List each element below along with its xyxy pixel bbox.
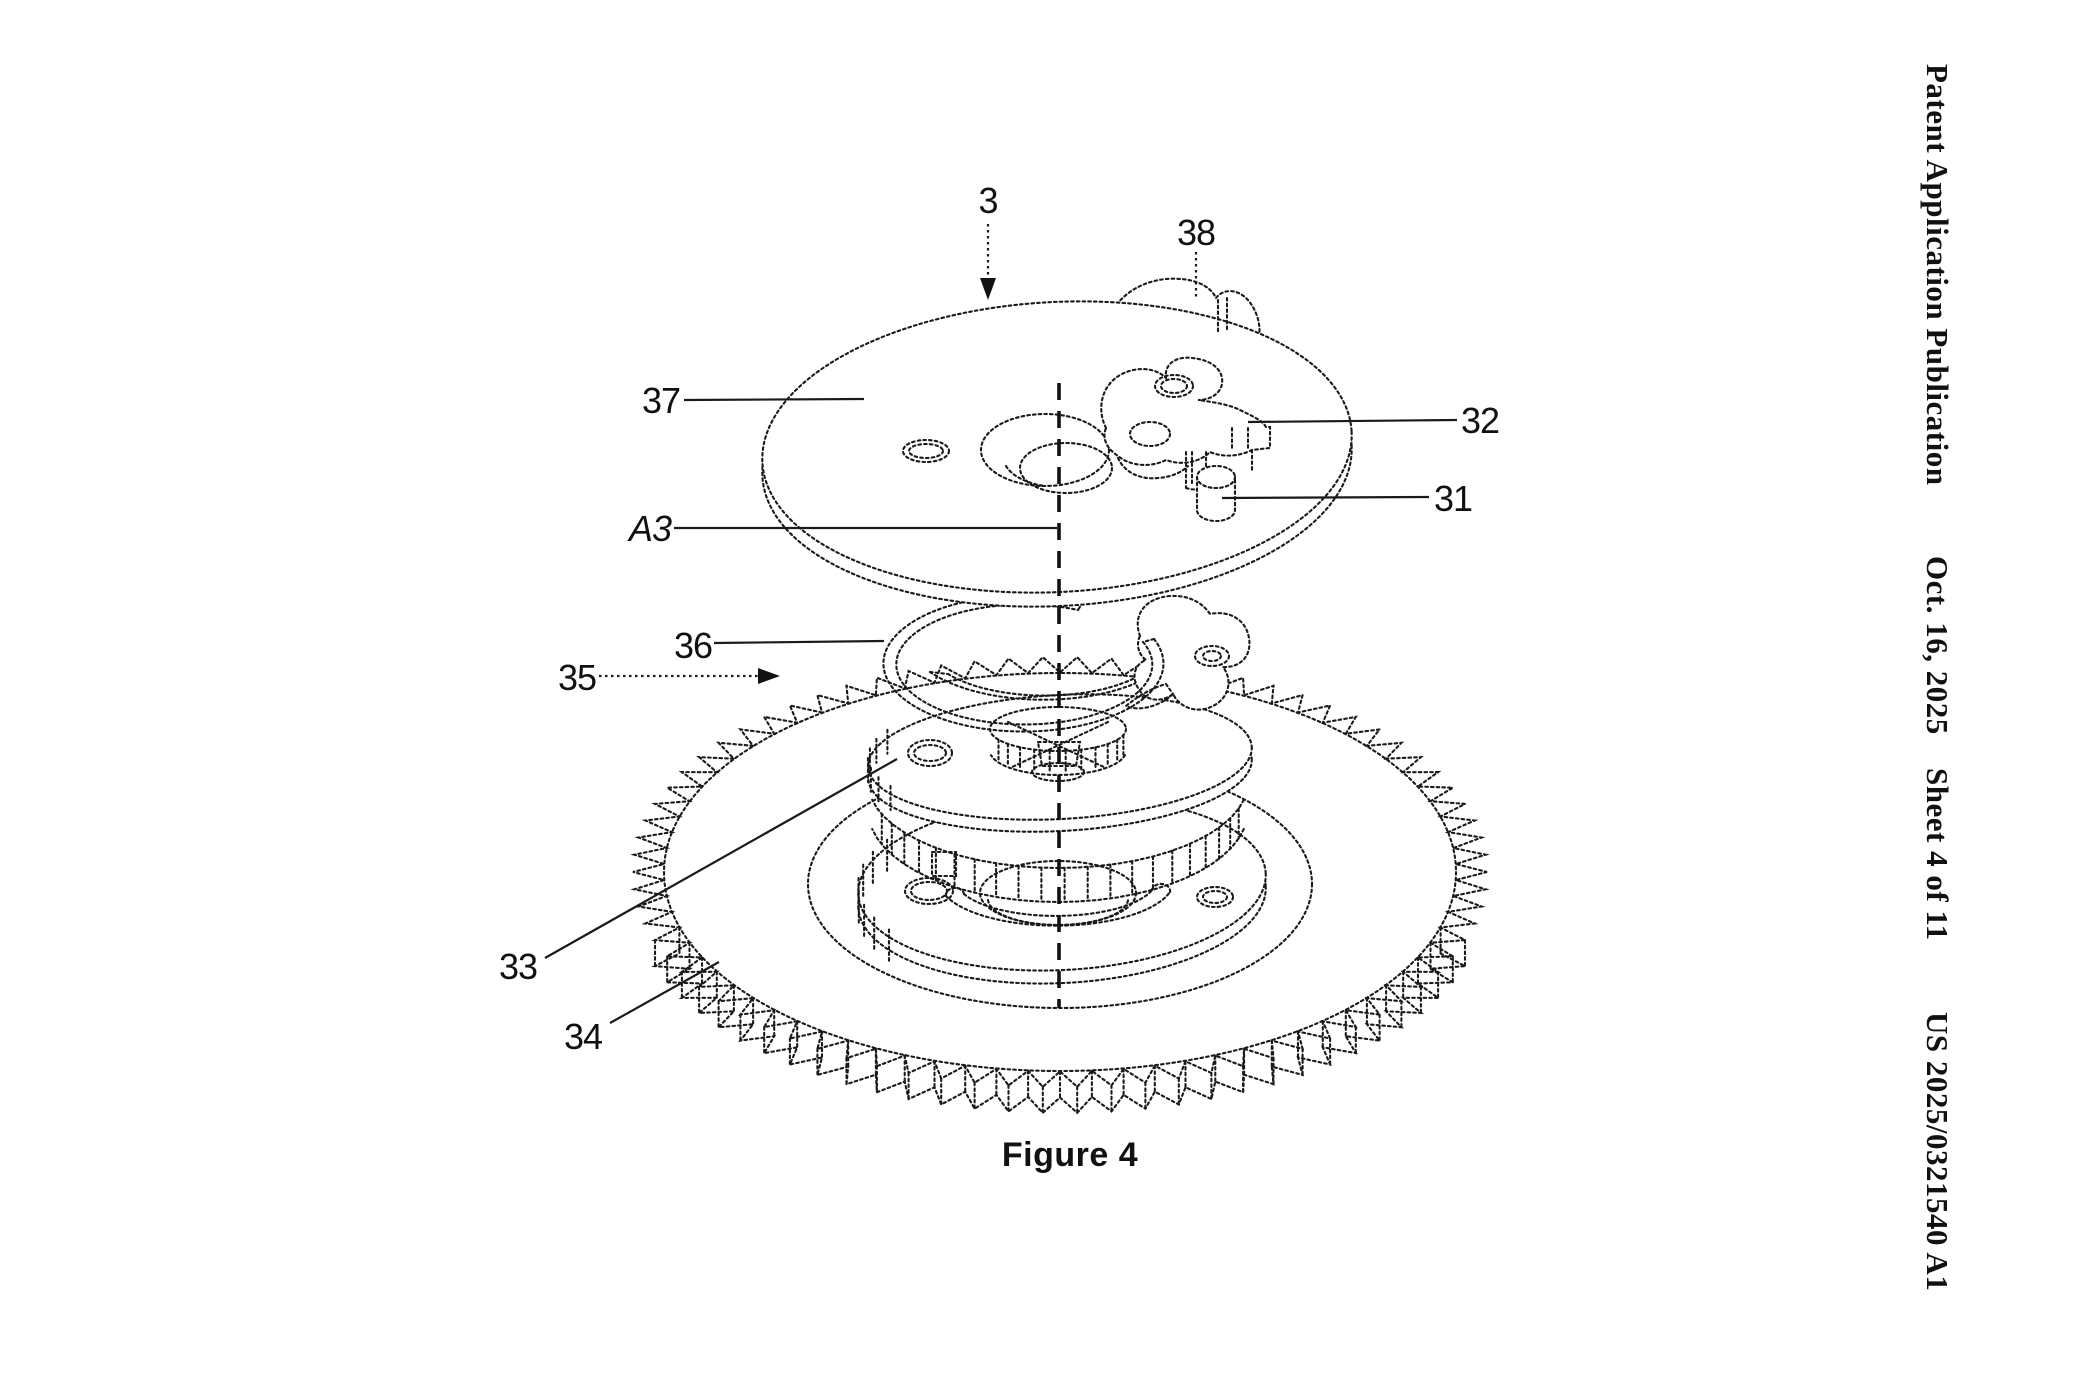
cam-plate xyxy=(1100,356,1272,491)
plate-hole-left xyxy=(906,738,954,768)
label-37: 37 xyxy=(642,380,680,421)
header-document-number: US 2025/0321540 A1 xyxy=(1920,1012,1955,1292)
flange-hole-right-rim xyxy=(1201,889,1229,905)
disc-small-hole xyxy=(901,438,951,464)
label-a3: A3 xyxy=(627,508,672,549)
disc-center-hole-step xyxy=(1004,464,1046,488)
leader-32 xyxy=(1247,418,1458,424)
header-publication-type: Patent Application Publication xyxy=(1920,64,1955,486)
cam-hole-lower xyxy=(1128,420,1172,448)
disc-small-hole-rim xyxy=(907,442,945,460)
leader-33 xyxy=(544,758,898,959)
flange-hole-left xyxy=(903,876,955,906)
top-disc xyxy=(761,277,1353,608)
label-34: 34 xyxy=(564,1016,602,1057)
crown-lower-arc xyxy=(989,754,1127,777)
leader-31 xyxy=(1221,495,1430,500)
label-32: 32 xyxy=(1461,400,1499,441)
leader-34 xyxy=(609,961,720,1024)
crown-teeth xyxy=(989,734,1127,777)
reference-labels: 3 38 37 32 31 A3 36 35 33 34 xyxy=(499,180,1500,1057)
pawl-eye-hole xyxy=(1193,644,1231,668)
label-38: 38 xyxy=(1177,212,1215,253)
drum-key-tab xyxy=(930,850,958,878)
arrow-35-head xyxy=(758,668,780,684)
cam-side-walls xyxy=(1116,426,1254,491)
disc-tab-notch xyxy=(1216,296,1229,334)
disc-center-hole-inner xyxy=(1018,441,1114,495)
ring-pawl-beak xyxy=(1124,682,1175,710)
leader-36 xyxy=(713,639,885,645)
label-35: 35 xyxy=(558,657,596,698)
gear-teeth-depth xyxy=(651,952,1469,1115)
disc-center-hole-outer xyxy=(979,412,1111,488)
pin-31 xyxy=(1195,464,1237,523)
arrow-3-head xyxy=(980,278,996,300)
leader-37 xyxy=(683,397,865,402)
ring-front-band-inner xyxy=(946,668,1150,697)
flange-side-wall xyxy=(857,838,891,965)
pawl-eye-rim xyxy=(1201,649,1223,663)
ring-pawl xyxy=(1133,594,1251,711)
snap-ring xyxy=(882,594,1251,733)
ring-inner-arc xyxy=(895,603,1154,726)
kidney-slot-outer xyxy=(944,890,1172,927)
figure-caption: Figure 4 xyxy=(1001,1136,1139,1174)
flange-hole-right xyxy=(1195,885,1235,909)
header-date: Oct. 16, 2025 xyxy=(1920,556,1955,735)
label-33: 33 xyxy=(499,946,537,987)
leader-lines xyxy=(544,224,1458,1024)
cam-hole-upper-rim xyxy=(1159,377,1189,395)
label-36: 36 xyxy=(674,625,712,666)
crown-cone-lines xyxy=(1006,720,1110,770)
label-3: 3 xyxy=(978,180,997,221)
label-31: 31 xyxy=(1434,478,1472,519)
cam-outline xyxy=(1100,356,1272,466)
plate-hole-left-rim xyxy=(912,743,948,763)
plate-side-wall xyxy=(866,728,892,812)
header-sheet-number: Sheet 4 of 11 xyxy=(1920,768,1955,941)
pin-body xyxy=(1195,476,1237,523)
cam-hole-upper xyxy=(1153,373,1195,399)
pin-top xyxy=(1195,464,1237,490)
kidney-slot-inner xyxy=(962,888,1154,917)
